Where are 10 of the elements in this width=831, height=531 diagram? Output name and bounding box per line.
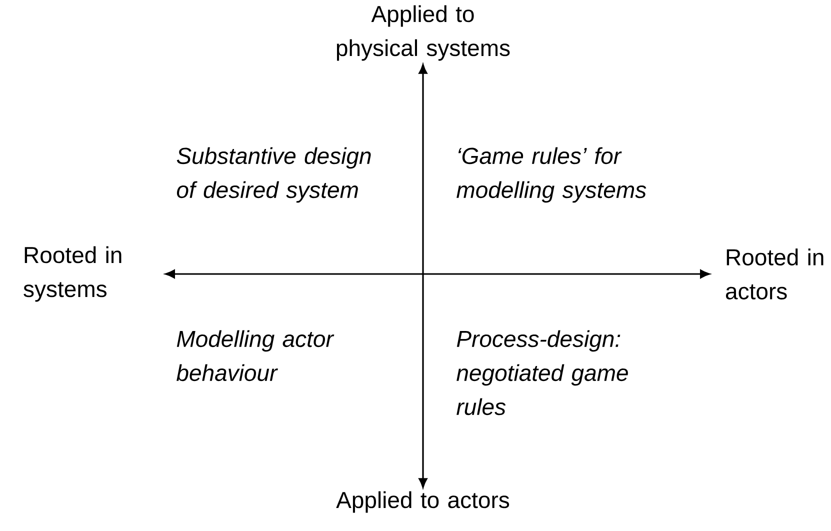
quadrant-label: Process-design: negotiated game rules: [456, 330, 628, 416]
double-arrow: [418, 64, 428, 488]
quadrant-label: Substantive design of desired system: [176, 147, 371, 203]
double-arrow: [165, 270, 710, 278]
axis-label: Applied to actors: [336, 491, 510, 513]
axis-label: Rooted in actors: [726, 248, 824, 300]
axis-label: Rooted in systems: [24, 246, 122, 302]
axis-label: Applied to physical systems: [336, 5, 510, 61]
quadrant-label: Modelling actor behaviour: [176, 330, 334, 382]
quadrant-label: ‘Game rules’ for modelling systems: [456, 147, 646, 203]
